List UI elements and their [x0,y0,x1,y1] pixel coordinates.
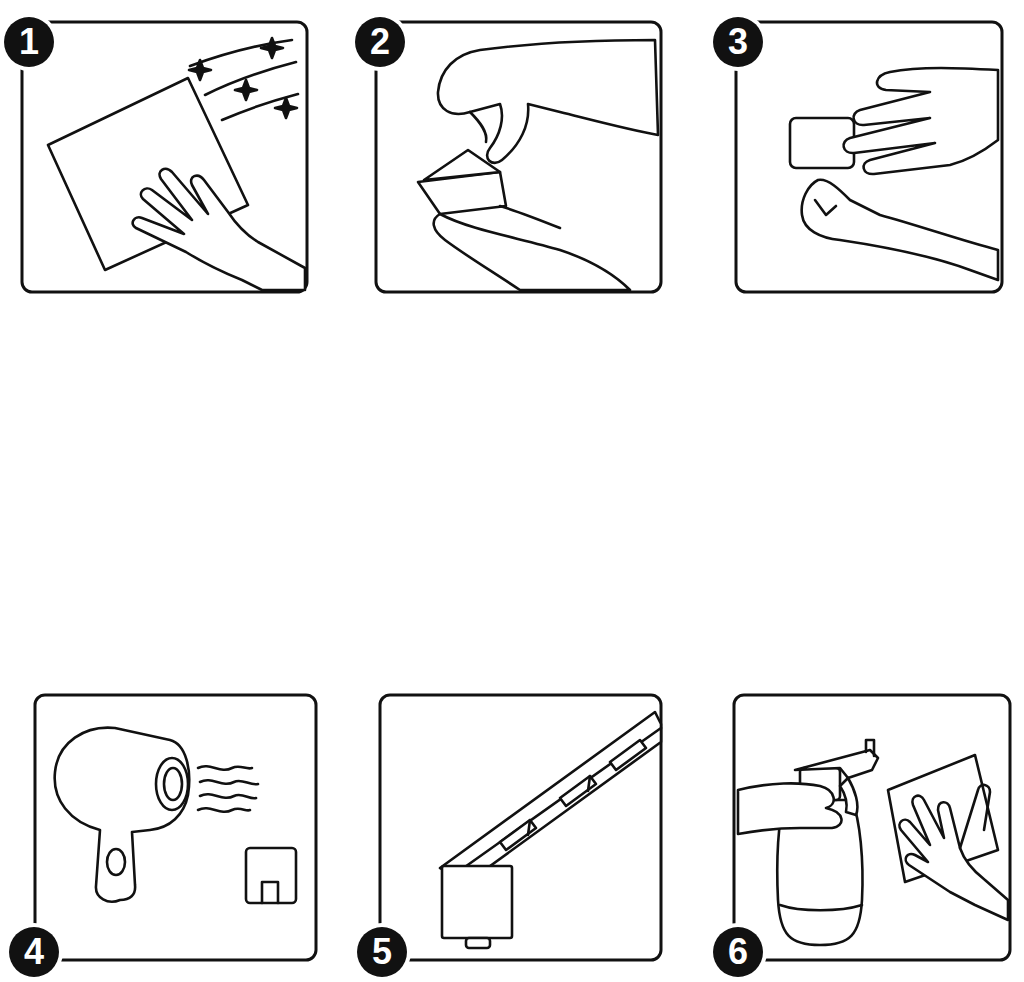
spray-bottle [866,740,874,756]
wiping-cloth [190,40,292,66]
callout-number: 2 [355,17,405,67]
panel-frame [22,22,1010,960]
spray-bottle [780,905,862,910]
spray-bottle [777,740,878,945]
hair-dryer [198,808,250,811]
wall-hook [246,848,296,903]
callout-number: 6 [713,927,763,977]
wall-hook [262,882,278,903]
wall-hook [246,848,296,903]
wiping-cloth [275,98,297,118]
wiping-cloth [189,60,211,80]
callout-number: 1 [4,17,54,67]
towel-rack [455,728,661,874]
spray-bottle [795,750,878,778]
towel-rack [528,776,590,835]
hand [438,40,658,163]
hand [434,40,658,290]
hair-dryer [200,780,258,784]
panel-frame [736,22,1002,292]
hand [434,214,630,290]
wiping-cloth [235,80,257,100]
towel-rack [440,712,661,882]
hair-dryer [156,758,188,810]
hair-dryer [198,766,252,769]
hand [133,169,305,290]
callout-number: 3 [713,17,763,67]
adhesive-pad [442,866,512,948]
towel-rack [440,712,661,882]
hair-dryer [55,728,258,902]
callout-number: 4 [9,927,59,977]
hand [815,200,836,215]
hand [738,783,842,834]
wiping-cloth [222,94,298,120]
panel-frame [376,22,661,292]
panel-frame [380,695,661,960]
panel-frame [35,695,316,960]
hand [960,785,990,848]
hand [899,796,1008,920]
hand [133,169,305,290]
hair-dryer [164,768,182,800]
hand [470,112,486,142]
spray-bottle [840,778,857,815]
panel-frame [734,695,1010,960]
adhesive-pad [466,938,490,948]
hand [802,68,998,280]
hair-dryer [55,728,190,902]
panel-frame [22,22,307,292]
hand [844,68,998,174]
adhesive-pad [442,866,512,938]
hand [899,785,1008,920]
towel-rack [610,740,646,770]
wiping-cloth [261,38,283,58]
callout-number: 5 [357,927,407,977]
hand [802,180,998,280]
hair-dryer [107,849,125,875]
hand [738,783,842,834]
hand [500,206,560,228]
hair-dryer [200,794,256,798]
